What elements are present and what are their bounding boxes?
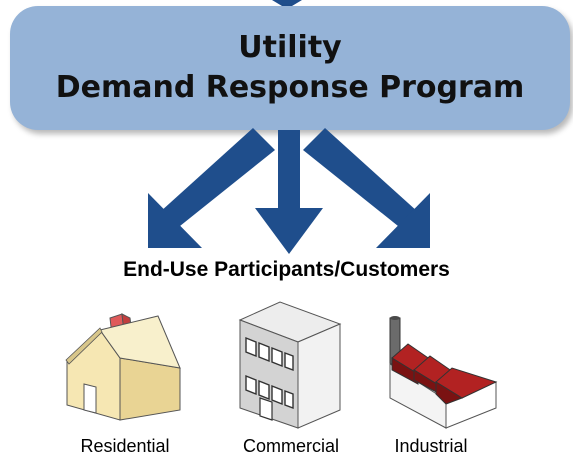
factory-icon: [389, 316, 498, 429]
customer-label-commercial: Commercial: [242, 436, 339, 456]
program-title-line1: Utility: [238, 30, 342, 65]
utility-program-box: Utility Demand Response Program: [10, 6, 570, 130]
arrow-to-industrial: [303, 128, 430, 248]
house-icon: [65, 313, 181, 421]
customer-label-residential: Residential: [80, 436, 170, 456]
incoming-arrow-tip: [272, 0, 302, 9]
participants-title: End-Use Participants/Customers: [123, 258, 450, 281]
arrow-to-commercial: [255, 130, 323, 254]
office-building-icon: [238, 301, 342, 429]
distribution-arrows: [148, 128, 430, 254]
customer-label-industrial: Industrial: [394, 436, 468, 456]
program-title-line2: Demand Response Program: [55, 70, 525, 105]
arrow-to-residential: [148, 128, 275, 248]
